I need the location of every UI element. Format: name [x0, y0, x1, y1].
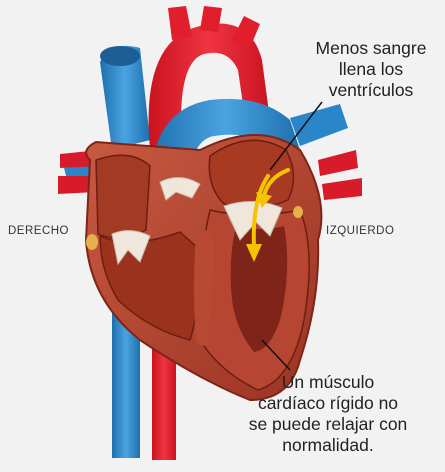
- annotation-top-line-1: Menos sangre: [315, 38, 427, 58]
- leader-line-bottom: [261, 339, 291, 371]
- annotation-bottom-line-4: normalidad.: [282, 435, 374, 455]
- right-atrium: [95, 154, 151, 239]
- leader-line-top: [269, 101, 323, 171]
- flow-arrow-1: [251, 174, 270, 248]
- aortic-valve: [159, 177, 201, 201]
- tricuspid-valve: [111, 230, 151, 266]
- inferior-vena-cava: [112, 300, 140, 458]
- annotation-less-blood: Menos sangre llena los ventrículos: [306, 38, 436, 101]
- pulmonary-vein-right-1: [318, 150, 358, 176]
- pulmonary-branch-right: [290, 104, 348, 146]
- descending-aorta: [152, 330, 176, 460]
- aortic-branch-1: [168, 6, 192, 40]
- left-ventricle-chamber: [230, 226, 288, 352]
- annotation-top-line-3: ventrículos: [328, 80, 414, 100]
- fat-deposit-left: [86, 234, 98, 250]
- annotation-rigid-muscle: Un músculo cardíaco rígido no se puede r…: [228, 372, 428, 456]
- pulmonary-vein-right-2: [322, 178, 362, 200]
- flow-arrow-2: [262, 168, 290, 198]
- fat-deposit-right: [293, 206, 303, 218]
- annotation-bottom-line-2: cardíaco rígido no: [257, 393, 399, 413]
- annotation-bottom-line-1: Un músculo: [281, 372, 375, 392]
- left-side-label: IZQUIERDO: [326, 225, 395, 237]
- vena-cava-opening: [100, 46, 140, 66]
- annotation-top-line-2: llena los: [338, 59, 404, 79]
- annotation-bottom-line-3: se puede relajar con: [248, 414, 408, 434]
- pulmonary-vein-left-2: [58, 176, 96, 194]
- right-side-label: DERECHO: [8, 225, 70, 237]
- aortic-branch-2: [200, 6, 222, 32]
- superior-vena-cava: [100, 45, 150, 150]
- right-ventricle: [99, 231, 201, 341]
- septum: [194, 230, 214, 346]
- left-atrium: [208, 139, 295, 209]
- aortic-branch-3: [232, 16, 260, 48]
- flow-arrow-2-head: [256, 192, 272, 208]
- flow-arrow-1-head: [246, 244, 262, 262]
